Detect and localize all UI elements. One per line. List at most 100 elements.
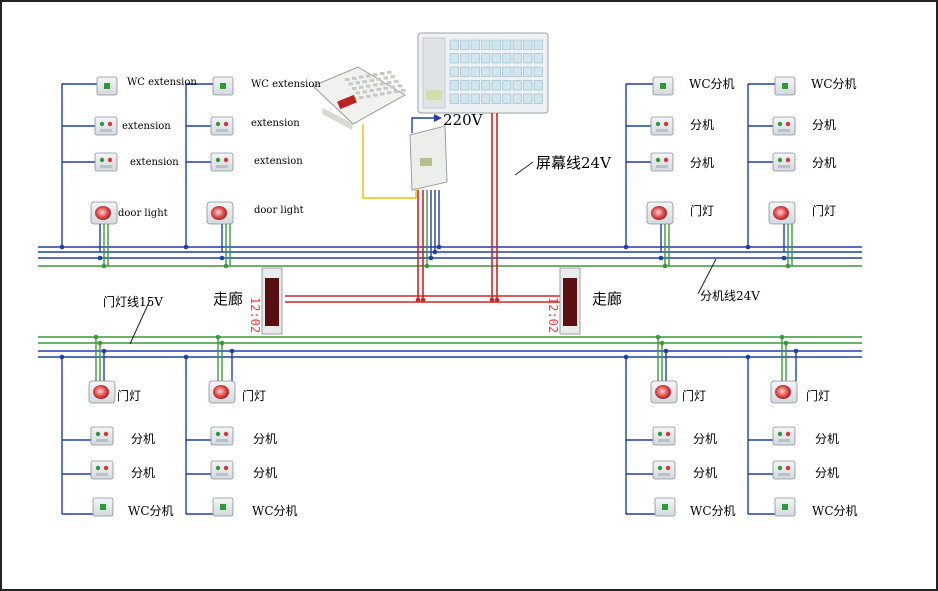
console-key	[366, 74, 371, 78]
panel-cell	[481, 93, 491, 104]
panel-cell	[470, 93, 480, 104]
device-label: 门灯	[690, 204, 715, 218]
junction-dot	[219, 255, 225, 261]
device-label: 门灯	[117, 389, 142, 403]
extension-unit	[94, 116, 118, 136]
panel-cell	[449, 93, 459, 104]
panel-cell	[512, 93, 522, 104]
device-label: 分机	[690, 118, 715, 132]
panel-cell	[523, 39, 533, 50]
door-light-unit	[206, 201, 234, 225]
extension-unit	[210, 116, 234, 136]
console-key	[390, 85, 395, 89]
panel-cell	[491, 66, 501, 77]
wc-extension-unit	[654, 497, 676, 517]
door-light-line-label: 门灯线15V	[103, 295, 163, 309]
panel-cell	[491, 93, 501, 104]
extension-unit	[772, 152, 796, 172]
extension-unit	[94, 152, 118, 172]
console-key	[359, 75, 364, 79]
junction-dot	[183, 244, 189, 250]
console-key	[352, 87, 357, 90]
console-key	[362, 80, 367, 84]
junction-dot	[745, 244, 751, 250]
junction-dot	[229, 348, 235, 354]
device-label: extension	[122, 121, 171, 132]
wc-extension-unit	[92, 497, 114, 517]
junction-dot	[655, 334, 661, 340]
console-display	[337, 94, 357, 110]
desk-console	[312, 66, 407, 125]
junction-dot	[101, 348, 107, 354]
device-label: extension	[130, 157, 179, 168]
junction-dot	[745, 354, 751, 360]
panel-cell	[470, 39, 480, 50]
console-key	[355, 81, 360, 85]
label-leader	[697, 258, 717, 295]
panel-cell	[523, 93, 533, 104]
panel-cell	[533, 53, 543, 64]
wc-extension-unit	[774, 76, 796, 96]
junction-dot	[424, 263, 430, 269]
console-key	[401, 88, 406, 92]
wc-extension-unit	[774, 497, 796, 517]
console-key	[348, 82, 353, 86]
device-label: 分机	[690, 156, 715, 170]
device-label: 分机	[812, 156, 837, 170]
panel-cell	[460, 66, 470, 77]
junction-dot	[432, 249, 438, 255]
device-label: door light	[118, 208, 168, 219]
panel-cell	[523, 66, 533, 77]
junction-dot	[662, 263, 668, 269]
console-key	[383, 76, 388, 80]
junction-dot	[420, 297, 426, 303]
corridor-display-right-screen	[563, 278, 577, 326]
console-key	[366, 94, 371, 98]
panel-cell	[491, 80, 501, 91]
device-label: 分机	[693, 432, 718, 446]
console-key	[397, 84, 402, 88]
junction-dot	[223, 263, 229, 269]
extension-unit	[652, 426, 676, 446]
door-light-unit	[208, 380, 236, 404]
console-key	[387, 81, 392, 84]
junction-dot	[494, 297, 500, 303]
power-arrow	[434, 114, 442, 122]
junction-dot	[97, 255, 103, 261]
power-input-wire	[411, 117, 434, 133]
device-label: 分机	[815, 466, 840, 480]
extension-unit	[90, 460, 114, 480]
device-label: 分机	[253, 466, 278, 480]
panel-cell	[470, 53, 480, 64]
label-leader	[129, 299, 151, 345]
extension-unit	[652, 460, 676, 480]
console-key	[387, 91, 392, 95]
junction-dot	[219, 340, 225, 346]
console-key	[380, 82, 385, 86]
console-key	[376, 77, 381, 81]
junction-dot	[785, 263, 791, 269]
console-key	[387, 70, 392, 74]
junction-dot	[93, 334, 99, 340]
panel-cell	[502, 66, 512, 77]
panel-cell	[533, 80, 543, 91]
device-label: 门灯	[812, 204, 837, 218]
panel-cell	[533, 93, 543, 104]
panel-cell	[460, 80, 470, 91]
extension-unit	[210, 426, 234, 446]
panel-cell	[460, 39, 470, 50]
console-key	[352, 76, 357, 80]
console-key	[383, 86, 388, 90]
junction-dot	[781, 255, 787, 261]
extension-unit	[772, 116, 796, 136]
device-label: 门灯	[806, 389, 831, 403]
junction-dot	[658, 255, 664, 261]
junction-dot	[793, 348, 799, 354]
junction-dot	[489, 297, 495, 303]
panel-cell	[491, 39, 501, 50]
junction-dot	[428, 255, 434, 261]
panel-cell	[470, 66, 480, 77]
wc-extension-unit	[212, 76, 234, 96]
junction-dot	[783, 340, 789, 346]
